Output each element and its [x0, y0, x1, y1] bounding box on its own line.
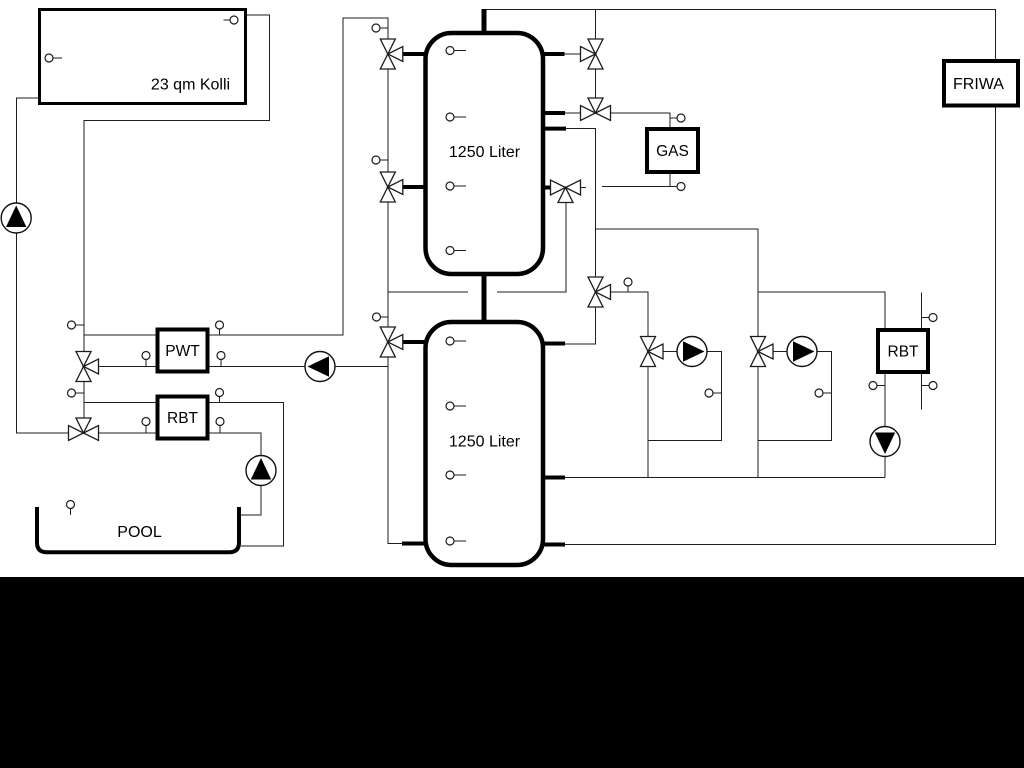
- svg-text:RBT: RBT: [888, 344, 920, 361]
- svg-text:RBT: RBT: [167, 410, 199, 427]
- svg-text:GAS: GAS: [656, 143, 689, 160]
- svg-text:1250 Liter: 1250 Liter: [449, 434, 521, 451]
- svg-text:FRIWA: FRIWA: [953, 76, 1004, 93]
- svg-text:PWT: PWT: [165, 343, 200, 360]
- svg-text:POOL: POOL: [117, 524, 162, 541]
- svg-text:23 qm Kolli: 23 qm Kolli: [151, 77, 230, 94]
- svg-text:1250 Liter: 1250 Liter: [449, 144, 521, 161]
